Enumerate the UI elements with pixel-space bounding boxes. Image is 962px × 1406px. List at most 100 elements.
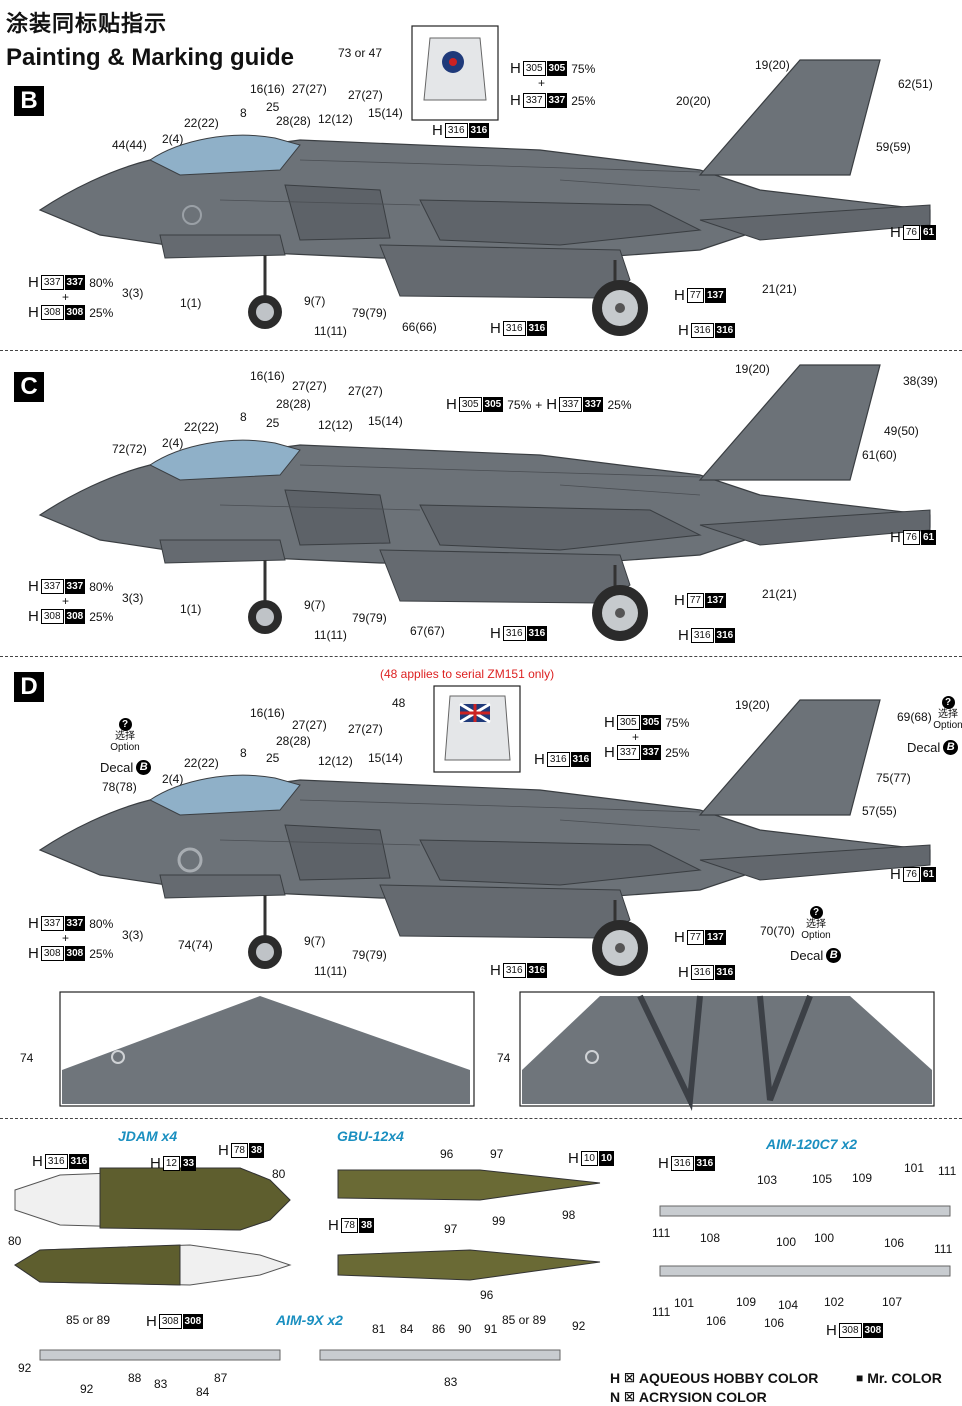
num-91: 91 bbox=[484, 1322, 498, 1336]
label-d-27b: 27(27) bbox=[348, 722, 383, 736]
label-d-16: 16(16) bbox=[250, 706, 285, 720]
label-c-61: 61(60) bbox=[862, 448, 897, 462]
aim120-2 bbox=[659, 1265, 951, 1277]
label-d-15: 15(14) bbox=[368, 751, 403, 765]
label-underside-74b: 74 bbox=[497, 1051, 511, 1065]
label-c-3: 3(3) bbox=[122, 591, 144, 605]
num-84: 84 bbox=[400, 1322, 414, 1336]
num-101: 101 bbox=[674, 1296, 695, 1310]
num-107: 107 bbox=[882, 1295, 903, 1309]
num-105: 105 bbox=[812, 1172, 833, 1186]
label-b-19: 19(20) bbox=[755, 58, 790, 72]
num-96: 96 bbox=[480, 1288, 494, 1302]
num-108: 108 bbox=[700, 1231, 721, 1245]
gbu-2 bbox=[337, 1249, 601, 1281]
num-81: 81 bbox=[372, 1322, 386, 1336]
num-99: 99 bbox=[492, 1214, 506, 1228]
label-c-2: 2(4) bbox=[162, 436, 184, 450]
num-100: 100 bbox=[814, 1231, 835, 1245]
label-d-48: 48 bbox=[392, 696, 406, 710]
option-right: ? 选择 Option bbox=[933, 696, 962, 731]
gbu-1 bbox=[337, 1169, 601, 1201]
plus: + bbox=[62, 931, 70, 945]
num-106: 106 bbox=[706, 1314, 727, 1328]
label-b-79: 79(79) bbox=[352, 306, 387, 320]
plus: + bbox=[538, 76, 546, 90]
num-83: 83 bbox=[444, 1375, 458, 1389]
label-b-59: 59(59) bbox=[876, 140, 911, 154]
num-92: 92 bbox=[18, 1361, 32, 1375]
label-d-3: 3(3) bbox=[122, 928, 144, 942]
label-c-79: 79(79) bbox=[352, 611, 387, 625]
label-c-19: 19(20) bbox=[735, 362, 770, 376]
label-b-25: 25 bbox=[266, 100, 280, 114]
section-d-badge: D bbox=[14, 672, 44, 702]
aim9-title: AIM-9X x2 bbox=[276, 1312, 343, 1328]
label-c-8: 8 bbox=[240, 410, 247, 424]
label-b-16: 16(16) bbox=[250, 82, 285, 96]
label-b-9: 9(7) bbox=[304, 294, 326, 308]
label-b-27b: 27(27) bbox=[348, 88, 383, 102]
label-c-27a: 27(27) bbox=[292, 379, 327, 393]
jdam-title: JDAM x4 bbox=[118, 1128, 178, 1144]
num-104: 104 bbox=[778, 1298, 799, 1312]
label-c-25: 25 bbox=[266, 416, 280, 430]
label-b-28: 28(28) bbox=[276, 114, 311, 128]
label-c-72: 72(72) bbox=[112, 442, 147, 456]
label-c-15: 15(14) bbox=[368, 414, 403, 428]
uk-roundel-icon bbox=[177, 847, 203, 873]
num-109: 109 bbox=[736, 1295, 757, 1309]
section-b-badge: B bbox=[14, 86, 44, 116]
num-85: 85 or 89 bbox=[66, 1313, 111, 1327]
num-96: 96 bbox=[440, 1147, 454, 1161]
num-84: 84 bbox=[196, 1385, 210, 1399]
plus: + bbox=[62, 594, 70, 608]
aim120-title: AIM-120C7 x2 bbox=[766, 1136, 858, 1152]
label-d-28: 28(28) bbox=[276, 734, 311, 748]
option-left: ? 选择 Option bbox=[110, 718, 140, 753]
label-underside-74a: 74 bbox=[20, 1051, 34, 1065]
label-d-12: 12(12) bbox=[318, 754, 353, 768]
question-icon: ? bbox=[941, 696, 955, 709]
aim9-1 bbox=[39, 1349, 281, 1361]
num-97: 97 bbox=[490, 1147, 504, 1161]
separator bbox=[0, 1118, 962, 1119]
num-106: 106 bbox=[884, 1236, 905, 1250]
label-d-79: 79(79) bbox=[352, 948, 387, 962]
num-80: 80 bbox=[8, 1234, 22, 1248]
label-b-15: 15(14) bbox=[368, 106, 403, 120]
num-111: 111 bbox=[652, 1305, 671, 1319]
num-101: 101 bbox=[904, 1161, 925, 1175]
label-d-22: 22(22) bbox=[184, 756, 219, 770]
num-103: 103 bbox=[757, 1173, 778, 1187]
label-c-27b: 27(27) bbox=[348, 384, 383, 398]
num-86: 86 bbox=[432, 1322, 446, 1336]
legend-hobby: H☒ AQUEOUS HOBBY COLOR bbox=[610, 1370, 819, 1386]
num-88: 88 bbox=[128, 1371, 142, 1385]
label-d-8: 8 bbox=[240, 746, 247, 760]
label-b-2: 2(4) bbox=[162, 132, 184, 146]
label-b-62: 62(51) bbox=[898, 77, 933, 91]
